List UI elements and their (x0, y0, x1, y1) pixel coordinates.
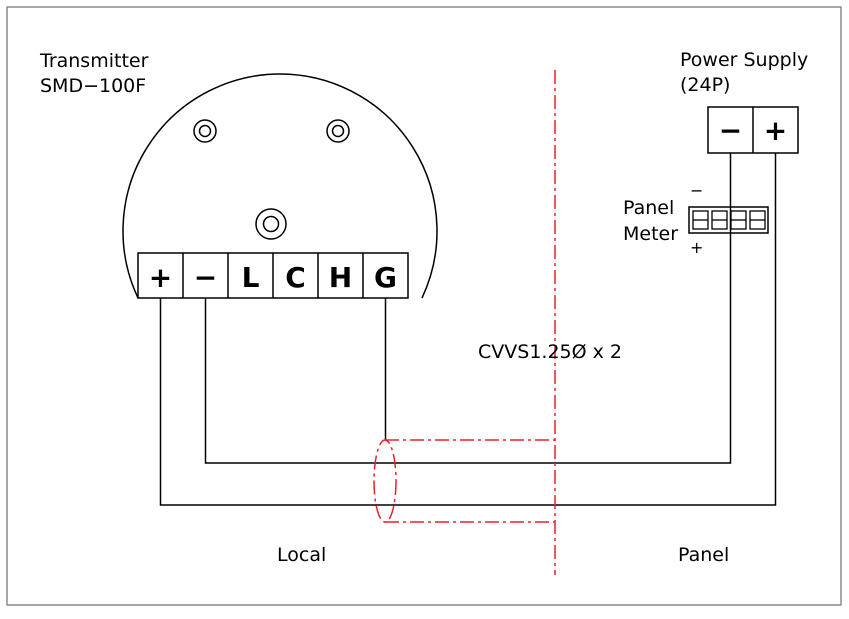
wiring (159, 153, 777, 506)
transmitter-terminal-block: + − L C H G (137, 252, 409, 299)
terminal-c: C (285, 261, 306, 294)
power-supply-title: Power Supply (680, 49, 808, 71)
zone-local-label: Local (277, 544, 326, 566)
diagram-frame (6, 6, 842, 606)
panel-meter-display (688, 206, 769, 234)
terminal-plus: + (149, 261, 172, 294)
power-supply-terminal-block: − + (707, 106, 799, 154)
psu-terminal-plus: + (764, 114, 787, 147)
cable-spec-label: CVVS1.25Ø x 2 (478, 341, 622, 363)
cable-shield (373, 439, 555, 523)
transmitter-model: SMD−100F (40, 75, 146, 97)
terminal-h: H (329, 261, 352, 294)
panel-meter-label-2: Meter (623, 223, 678, 245)
terminal-g: G (374, 261, 397, 294)
screw-left (193, 119, 217, 143)
terminal-minus: − (194, 261, 217, 294)
transmitter-title: Transmitter (39, 50, 149, 72)
transmitter-housing (122, 73, 438, 299)
zone-panel-label: Panel (678, 544, 729, 566)
terminal-l: L (242, 261, 260, 294)
power-supply-rating: (24P) (680, 74, 730, 96)
panel-meter-plus: + (690, 238, 703, 257)
psu-terminal-minus: − (719, 114, 742, 147)
panel-meter-minus: − (690, 181, 703, 200)
wire-negative (204, 153, 732, 464)
screw-center (255, 208, 287, 240)
screw-right (326, 119, 350, 143)
wire-positive (159, 153, 777, 506)
panel-meter-label: Panel (623, 197, 674, 219)
